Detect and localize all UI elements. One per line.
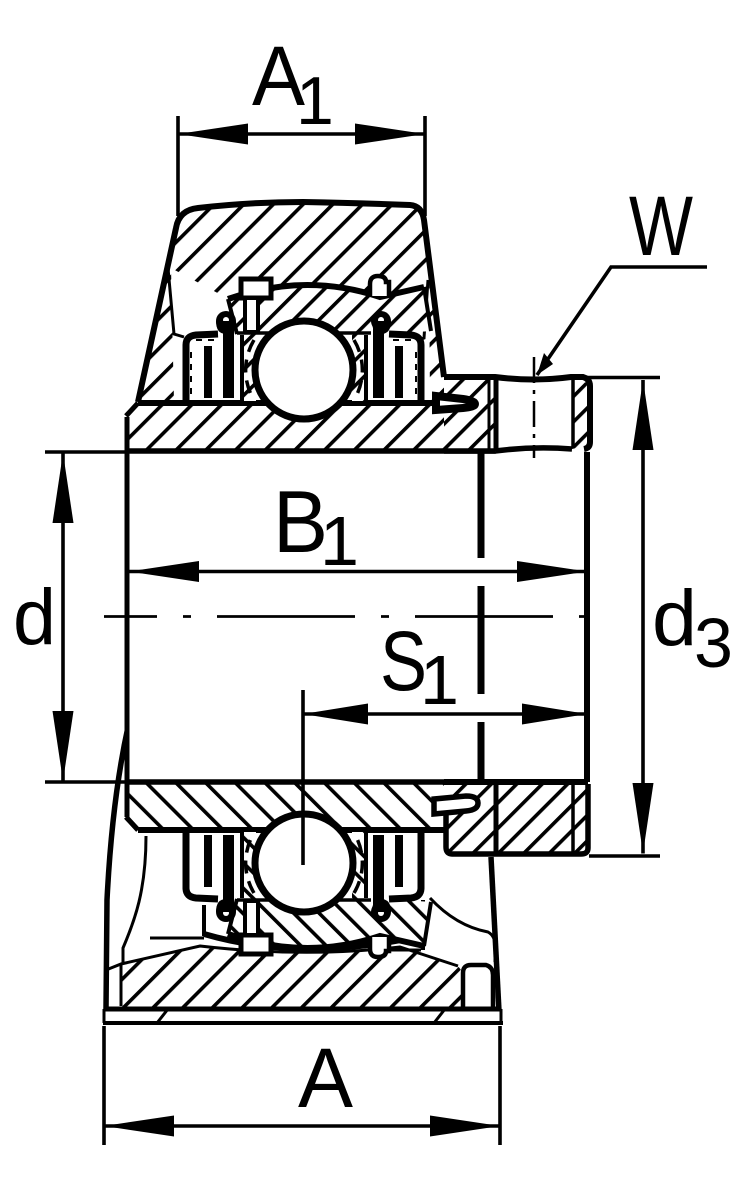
svg-text:d: d	[13, 572, 56, 661]
svg-text:A: A	[252, 29, 305, 123]
svg-text:B: B	[273, 472, 328, 571]
svg-text:d: d	[652, 573, 697, 662]
svg-text:3: 3	[694, 604, 733, 682]
svg-text:S: S	[380, 614, 427, 708]
svg-text:1: 1	[320, 502, 359, 580]
svg-text:1: 1	[296, 63, 334, 139]
svg-text:1: 1	[420, 641, 459, 719]
svg-text:W: W	[629, 179, 693, 273]
svg-text:A: A	[298, 1031, 353, 1125]
